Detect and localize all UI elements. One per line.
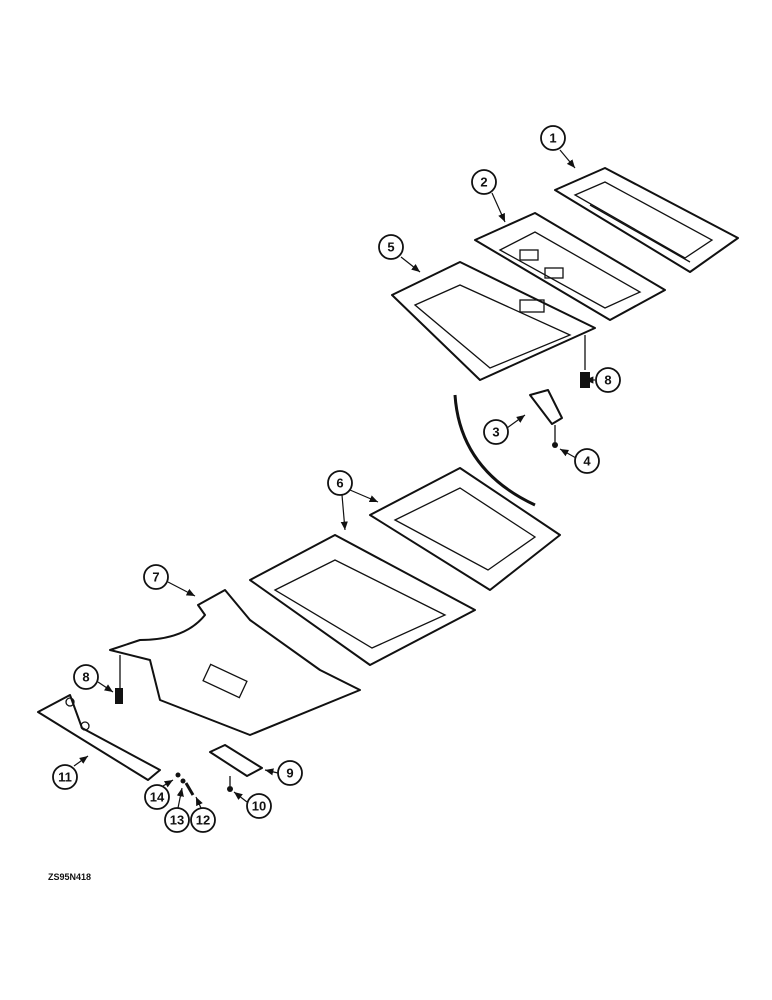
callout-7: 7 — [143, 564, 169, 590]
callout-1: 1 — [540, 125, 566, 151]
svg-text:2: 2 — [480, 175, 487, 190]
part-1-shield — [554, 167, 739, 273]
callout-10: 10 — [246, 793, 272, 819]
svg-text:12: 12 — [196, 813, 210, 828]
callout-13: 13 — [164, 807, 190, 833]
callout-12: 12 — [190, 807, 216, 833]
callout-4: 4 — [574, 448, 600, 474]
svg-text:8: 8 — [82, 670, 89, 685]
part-3-bracket — [529, 389, 563, 425]
svg-text:8: 8 — [604, 373, 611, 388]
svg-text:5: 5 — [387, 240, 394, 255]
part-11-strip — [37, 694, 161, 781]
svg-text:4: 4 — [583, 454, 591, 469]
part-4-screw — [552, 442, 558, 448]
svg-text:9: 9 — [286, 766, 293, 781]
callout-2: 2 — [471, 169, 497, 195]
part-7-shield — [109, 589, 361, 736]
svg-text:11: 11 — [58, 770, 72, 785]
svg-text:1: 1 — [549, 131, 556, 146]
part-2-shield — [474, 212, 666, 321]
callout-14: 14 — [144, 784, 170, 810]
part-8-bolt-left — [115, 688, 123, 704]
callout-6: 6 — [327, 470, 353, 496]
part-5-shield — [391, 261, 596, 381]
svg-text:3: 3 — [492, 425, 499, 440]
callout-5: 5 — [378, 234, 404, 260]
figure-code: ZS95N418 — [48, 872, 92, 882]
svg-text:10: 10 — [252, 799, 266, 814]
callout-8-left: 8 — [73, 664, 99, 690]
svg-text:6: 6 — [336, 476, 343, 491]
part-10-screw — [227, 786, 233, 792]
callout-11: 11 — [52, 764, 78, 790]
part-9-plate — [209, 744, 263, 777]
svg-text:13: 13 — [170, 813, 184, 828]
part-6-shield-left — [249, 534, 476, 666]
part-6-shield-right — [369, 467, 561, 591]
svg-text:14: 14 — [150, 790, 165, 805]
callout-8-top: 8 — [595, 367, 621, 393]
callout-9: 9 — [277, 760, 303, 786]
callout-3: 3 — [483, 419, 509, 445]
svg-text:7: 7 — [152, 570, 159, 585]
